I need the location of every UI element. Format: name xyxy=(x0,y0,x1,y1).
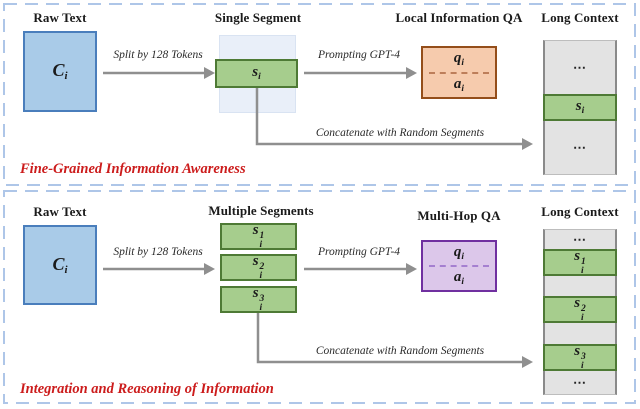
question-cell: qi xyxy=(423,242,495,265)
multi-hop-qa-box: qi ai xyxy=(421,240,497,292)
question-symbol: qi xyxy=(454,244,465,263)
corpus-symbol: Ci xyxy=(52,255,67,276)
section-caption: Integration and Reasoning of Information xyxy=(20,381,274,397)
symbol-sub: i xyxy=(461,58,465,68)
prompt-arrow-label: Prompting GPT-4 xyxy=(317,246,401,258)
symbol-sub: i xyxy=(461,83,465,94)
single-segment-label: Single Segment xyxy=(214,10,302,25)
symbol-base: C xyxy=(52,253,65,274)
symbol-sub: i xyxy=(259,240,263,250)
local-information-qa-label: Local Information QA xyxy=(395,10,523,25)
bottom-panel-border xyxy=(3,190,636,404)
split-arrow-bottom xyxy=(103,263,215,275)
symbol-sub: i xyxy=(259,303,263,313)
context-ellipsis-cell: ⋯ xyxy=(545,121,615,174)
symbol-base: s xyxy=(574,294,581,311)
symbol-base: s xyxy=(252,252,259,269)
symbol-sub: i xyxy=(581,105,585,116)
context-spacer-cell xyxy=(545,276,615,296)
segment-symbol: si xyxy=(252,64,261,83)
corpus-symbol: Ci xyxy=(52,61,67,82)
raw-text-box: Ci xyxy=(23,31,97,112)
context-ellipsis-cell: ⋯ xyxy=(545,41,615,94)
context-ellipsis-cell: ⋯ xyxy=(545,230,615,249)
concat-arrow-label: Concatenate with Random Segments xyxy=(315,127,485,139)
multi-hop-qa-label: Multi-Hop QA xyxy=(417,208,501,223)
symbol-base: s xyxy=(252,284,259,301)
symbol-base: s xyxy=(574,247,581,264)
symbol-base: s xyxy=(252,221,259,238)
answer-symbol: ai xyxy=(454,76,465,95)
section-caption: Fine-Grained Information Awareness xyxy=(20,161,246,177)
context-spacer-cell xyxy=(545,323,615,344)
raw-text-label: Raw Text xyxy=(33,204,87,219)
split-arrow-label: Split by 128 Tokens xyxy=(113,49,203,61)
symbol-sub: i xyxy=(64,70,68,82)
symbol-base: s xyxy=(574,342,581,359)
symbol-sub: i xyxy=(581,266,584,276)
long-context-label: Long Context xyxy=(541,10,619,25)
multiple-segments-label: Multiple Segments xyxy=(208,203,314,218)
raw-text-label: Raw Text xyxy=(33,10,87,25)
context-segment-cell: si xyxy=(543,94,617,121)
raw-text-box: Ci xyxy=(23,225,97,305)
long-context-column: ⋯ si ⋯ xyxy=(543,40,617,175)
symbol-sub: i xyxy=(461,251,465,262)
symbol-sub: i xyxy=(258,71,261,82)
symbol-sub: i xyxy=(581,361,584,371)
symbol-base: C xyxy=(52,60,65,80)
split-arrow-label: Split by 128 Tokens xyxy=(113,246,203,258)
symbol-sub: i xyxy=(461,276,465,287)
answer-cell: ai xyxy=(423,267,495,290)
single-segment-box: si xyxy=(215,59,298,88)
concat-elbow-arrow-bottom xyxy=(256,313,533,368)
symbol-sub: i xyxy=(581,313,584,323)
local-qa-box: qi ai xyxy=(421,46,497,99)
long-context-label: Long Context xyxy=(541,204,619,219)
split-arrow-top xyxy=(103,67,215,79)
question-cell: qi xyxy=(423,48,495,72)
answer-symbol: ai xyxy=(454,269,465,288)
prompt-arrow-label: Prompting GPT-4 xyxy=(317,49,401,61)
context-ellipsis-cell: ⋯ xyxy=(545,371,615,394)
prompt-arrow-top xyxy=(304,67,417,79)
symbol-sub: i xyxy=(64,263,68,276)
symbol-sub: i xyxy=(259,271,263,281)
question-symbol: qi xyxy=(454,51,464,69)
ellipsis: ⋯ xyxy=(573,374,587,390)
answer-cell: ai xyxy=(423,74,495,98)
segment-symbol: si xyxy=(576,98,585,117)
prompt-arrow-bottom xyxy=(304,263,417,275)
concat-arrow-label: Concatenate with Random Segments xyxy=(315,345,485,357)
ellipsis: ⋯ xyxy=(573,231,587,247)
top-panel-border xyxy=(3,3,636,186)
ellipsis: ⋯ xyxy=(573,59,587,75)
ellipsis: ⋯ xyxy=(573,139,587,155)
